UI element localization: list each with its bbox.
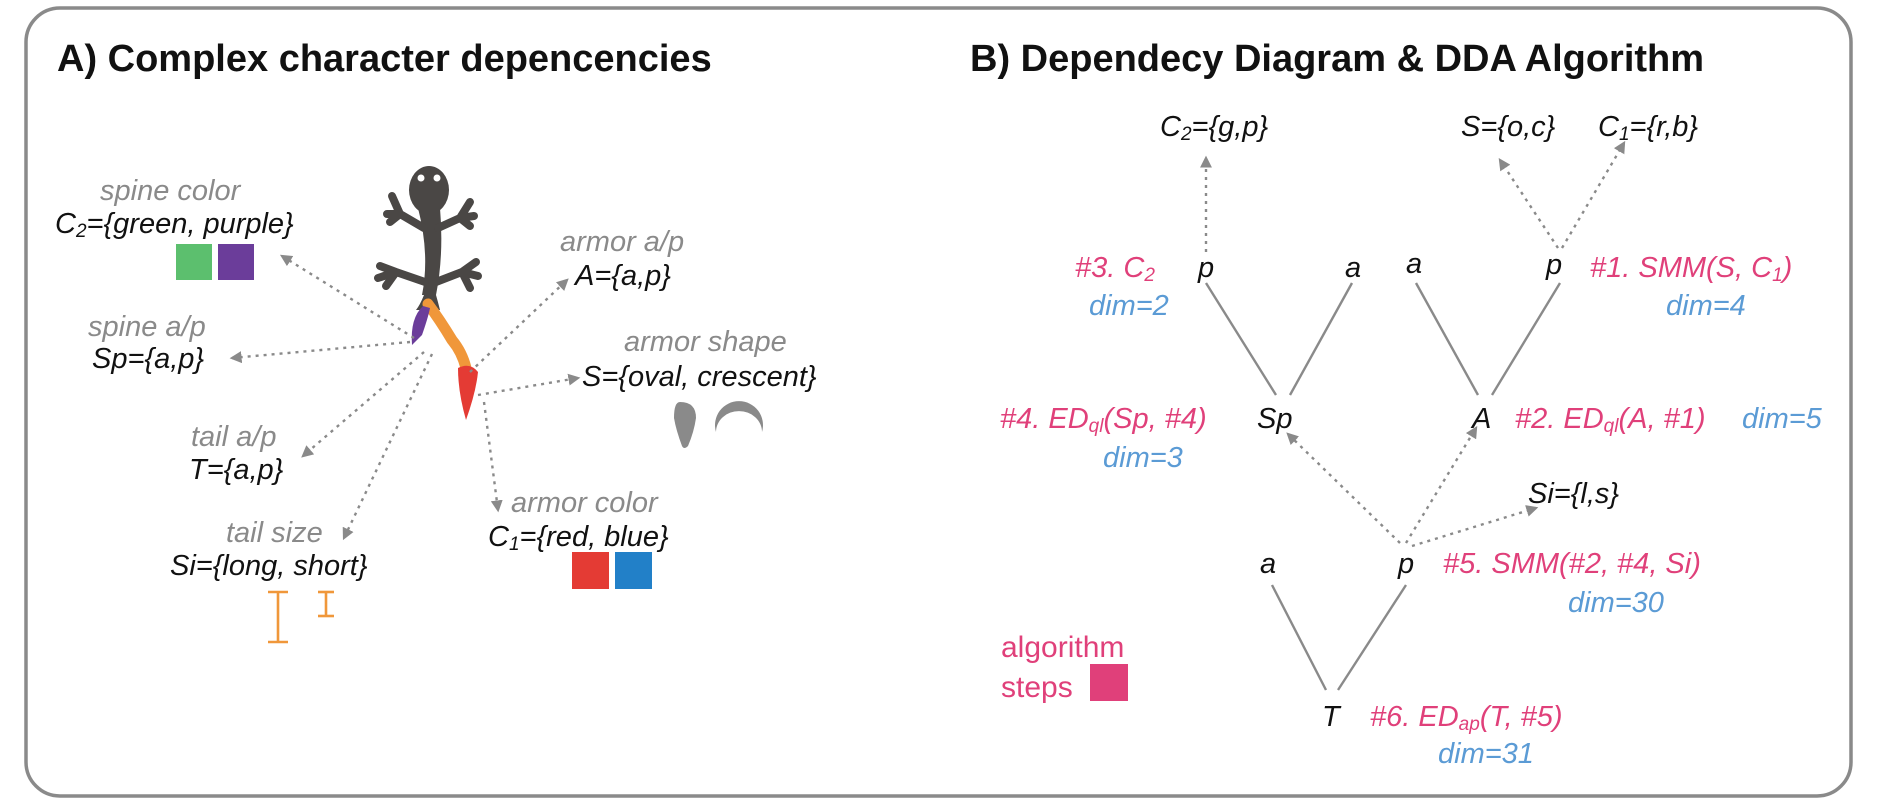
- step4-dim: dim=3: [1103, 442, 1183, 474]
- tail-size-long-icon: [268, 590, 288, 644]
- lizard-icon: [374, 166, 482, 420]
- armor-shape-name: armor shape: [624, 326, 787, 358]
- tail-size-name: tail size: [226, 517, 323, 549]
- step4-label: #4. EDql(Sp, #4): [1000, 403, 1207, 437]
- arrow-spine-color: [279, 254, 415, 340]
- step1-label: #1. SMM(S, C1): [1590, 252, 1792, 286]
- node-p-right: p: [1545, 249, 1562, 281]
- arrow-to-si: [1411, 505, 1539, 548]
- tail-size-short-icon: [318, 590, 334, 618]
- armor-shape-set: S={oval, crescent}: [582, 361, 817, 393]
- arrow-to-A: [1404, 425, 1478, 544]
- step5-label: #5. SMM(#2, #4, Si): [1443, 548, 1701, 580]
- arrow-armor-color: [482, 401, 503, 513]
- armor-color-name: armor color: [511, 487, 659, 519]
- step3-dim: dim=2: [1089, 290, 1169, 322]
- panel-a-title: A) Complex character depencencies: [57, 38, 712, 80]
- arrow-to-s: [1498, 157, 1560, 249]
- arrow-armor-shape: [477, 373, 581, 397]
- top-c1: C1={r,b}: [1598, 111, 1698, 145]
- swatch-blue: [615, 552, 652, 589]
- arrow-to-sp: [1286, 432, 1401, 544]
- swatch-green: [176, 244, 212, 280]
- spine-ap-name: spine a/p: [88, 311, 206, 343]
- swatch-purple: [218, 244, 254, 280]
- spine-ap-set: Sp={a,p}: [92, 343, 204, 375]
- node-p-left: p: [1197, 252, 1214, 284]
- panel-b-title: B) Dependecy Diagram & DDA Algorithm: [970, 38, 1704, 80]
- arrow-armor-ap: [469, 278, 569, 373]
- node-p-bottom: p: [1397, 548, 1414, 580]
- legend-line2: steps: [1001, 671, 1073, 704]
- arrow-to-c1: [1560, 140, 1626, 249]
- legend-swatch: [1090, 664, 1128, 701]
- armor-ap-name: armor a/p: [560, 226, 684, 258]
- node-a-left: a: [1345, 252, 1361, 284]
- tail-size-set: Si={long, short}: [170, 550, 368, 582]
- node-sp: Sp: [1257, 403, 1292, 435]
- swatch-red: [572, 552, 609, 589]
- step2-label: #2. EDql(A, #1): [1515, 403, 1706, 437]
- tree-edges: [1204, 282, 1562, 691]
- top-s: S={o,c}: [1461, 111, 1556, 143]
- arrow-tail-ap: [301, 351, 425, 458]
- armor-crescent-icon: [715, 401, 763, 432]
- armor-ap-set: A={a,p}: [573, 260, 671, 292]
- step2-dim: dim=5: [1742, 403, 1823, 435]
- legend-line1: algorithm: [1001, 631, 1124, 664]
- spine-color-set: C2={green, purple}: [55, 208, 294, 242]
- node-si: Si={l,s}: [1528, 478, 1619, 510]
- arrow-spine-ap: [229, 340, 411, 364]
- spine-color-name: spine color: [100, 175, 242, 207]
- node-a-right: a: [1406, 248, 1422, 280]
- tail-ap-name: tail a/p: [191, 421, 276, 453]
- tail-ap-set: T={a,p}: [189, 454, 284, 486]
- node-a-bottom: a: [1260, 548, 1276, 580]
- node-T: T: [1322, 701, 1342, 733]
- step6-dim: dim=31: [1438, 738, 1534, 770]
- step3-label: #3. C2: [1075, 252, 1155, 286]
- armor-oval-icon: [674, 402, 696, 448]
- step6-label: #6. EDap(T, #5): [1370, 701, 1563, 735]
- node-A: A: [1470, 403, 1491, 435]
- arrow-tail-size: [342, 353, 434, 541]
- armor-color-set: C1={red, blue}: [488, 521, 669, 555]
- figure-frame: [24, 6, 1853, 798]
- step5-dim: dim=30: [1568, 587, 1664, 619]
- top-c2: C2={g,p}: [1160, 111, 1268, 145]
- step1-dim: dim=4: [1666, 290, 1746, 322]
